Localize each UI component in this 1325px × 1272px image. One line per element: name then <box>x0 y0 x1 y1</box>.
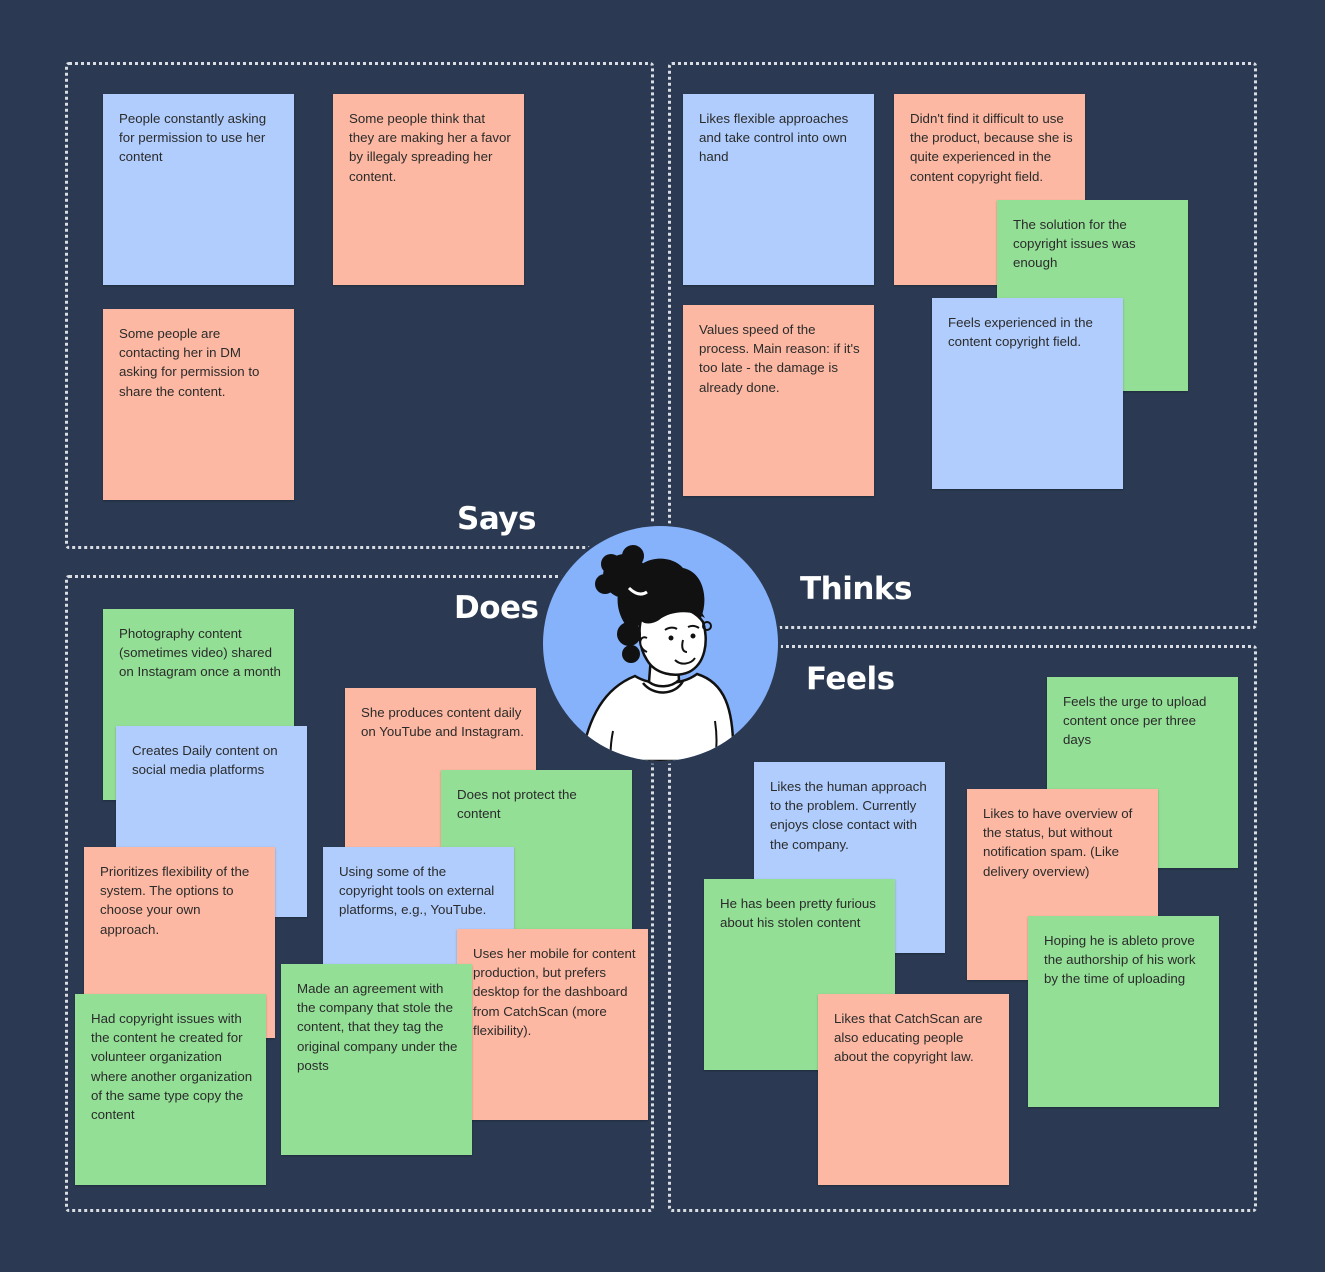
persona-illustration <box>579 545 735 761</box>
does-quadrant <box>65 575 654 1212</box>
sticky-note[interactable]: Likes that CatchScan are also educating … <box>818 994 1009 1185</box>
persona-avatar <box>543 526 778 761</box>
sticky-note[interactable]: People constantly asking for permission … <box>103 94 294 285</box>
sticky-note[interactable]: Likes flexible approaches and take contr… <box>683 94 874 285</box>
sticky-note[interactable]: Uses her mobile for content production, … <box>457 929 648 1120</box>
thinks-quadrant <box>668 62 1257 629</box>
sticky-note[interactable]: Feels experienced in the content copyrig… <box>932 298 1123 489</box>
says-label: Says <box>457 501 536 537</box>
sticky-note[interactable]: Didn't find it difficult to use the prod… <box>894 94 1085 285</box>
feels-label: Feels <box>806 661 895 697</box>
does-label: Does <box>454 590 539 626</box>
feels-quadrant <box>668 645 1257 1212</box>
sticky-note[interactable]: Hoping he is ableto prove the authorship… <box>1028 916 1219 1107</box>
says-quadrant <box>65 62 654 549</box>
sticky-note[interactable]: Values speed of the process. Main reason… <box>683 305 874 496</box>
sticky-note[interactable]: Some people are contacting her in DM ask… <box>103 309 294 500</box>
sticky-note[interactable]: Some people think that they are making h… <box>333 94 524 285</box>
thinks-label: Thinks <box>800 571 912 607</box>
sticky-note[interactable]: Made an agreement with the company that … <box>281 964 472 1155</box>
sticky-note[interactable]: Had copyright issues with the content he… <box>75 994 266 1185</box>
